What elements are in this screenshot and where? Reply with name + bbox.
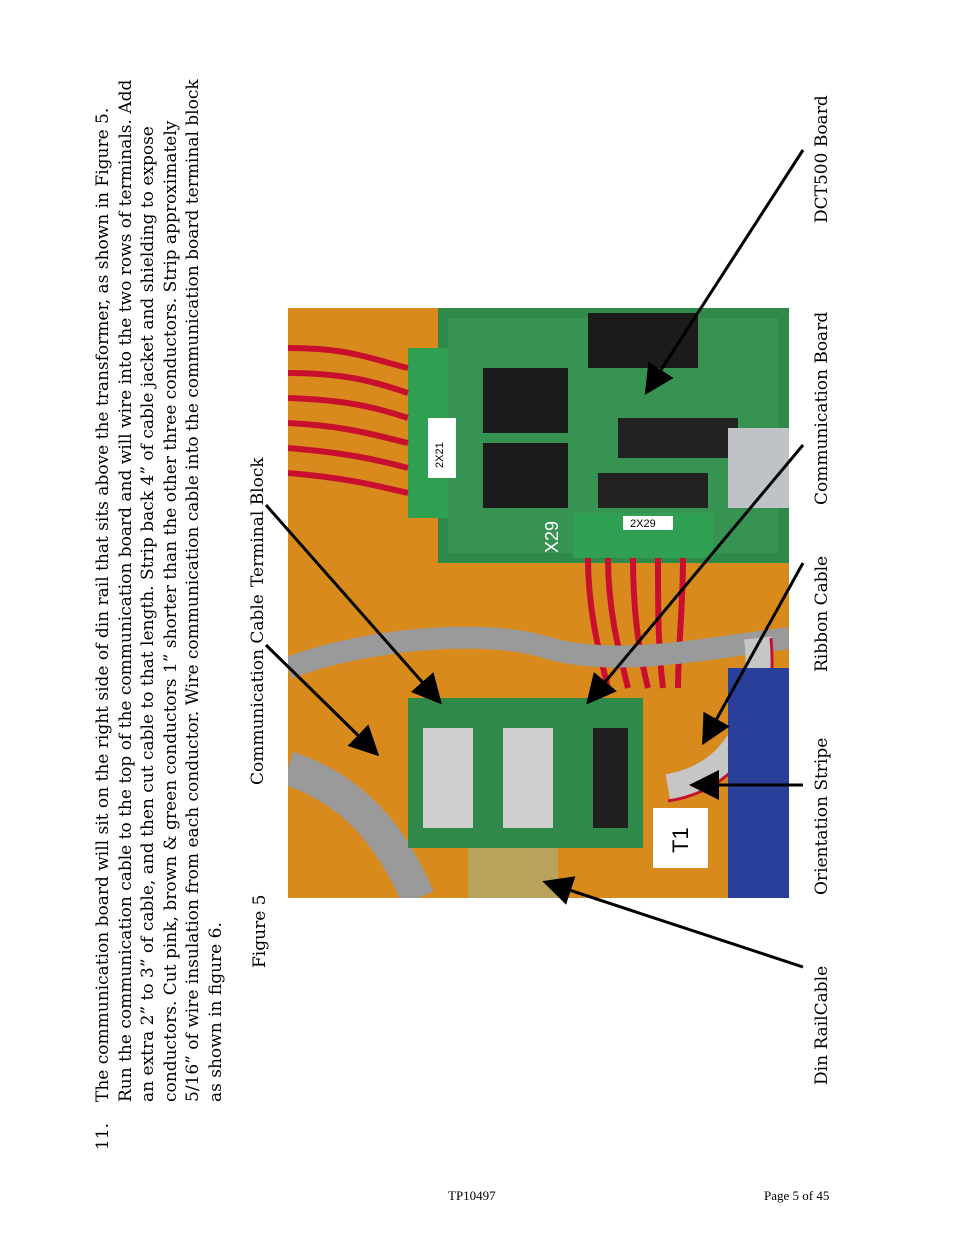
step-paragraph: The communication board will sit on the … [93,79,226,1102]
label-terminal-block: Terminal Block [248,457,268,587]
step-11-text-block: 11. The communication board will sit on … [92,70,227,1150]
photo-text-2x29: 2X29 [630,518,656,530]
figure-5-photo: 2X21 2X29 X29 T1 [288,308,789,898]
label-ribbon-cable: Ribbon Cable [812,555,832,672]
footer-page-number: Page 5 of 45 [764,1188,830,1203]
photo-text-2x21: 2X21 [434,442,446,468]
label-orientation-stripe: Orientation Stripe [812,737,832,895]
figure-caption: Figure 5 [250,894,270,968]
photo-text-x29: X29 [542,521,562,553]
footer-doc-id: TP10497 [448,1188,496,1203]
photo-text-t1: T1 [668,827,693,853]
label-dct500-board: DCT500 Board [812,95,832,223]
label-communication-cable: Communication Cable [248,594,268,785]
label-din-rail-cable: Din RailCable [812,965,832,1085]
label-communication-board: Communication Board [812,311,832,505]
step-number: 11. [93,1122,113,1150]
